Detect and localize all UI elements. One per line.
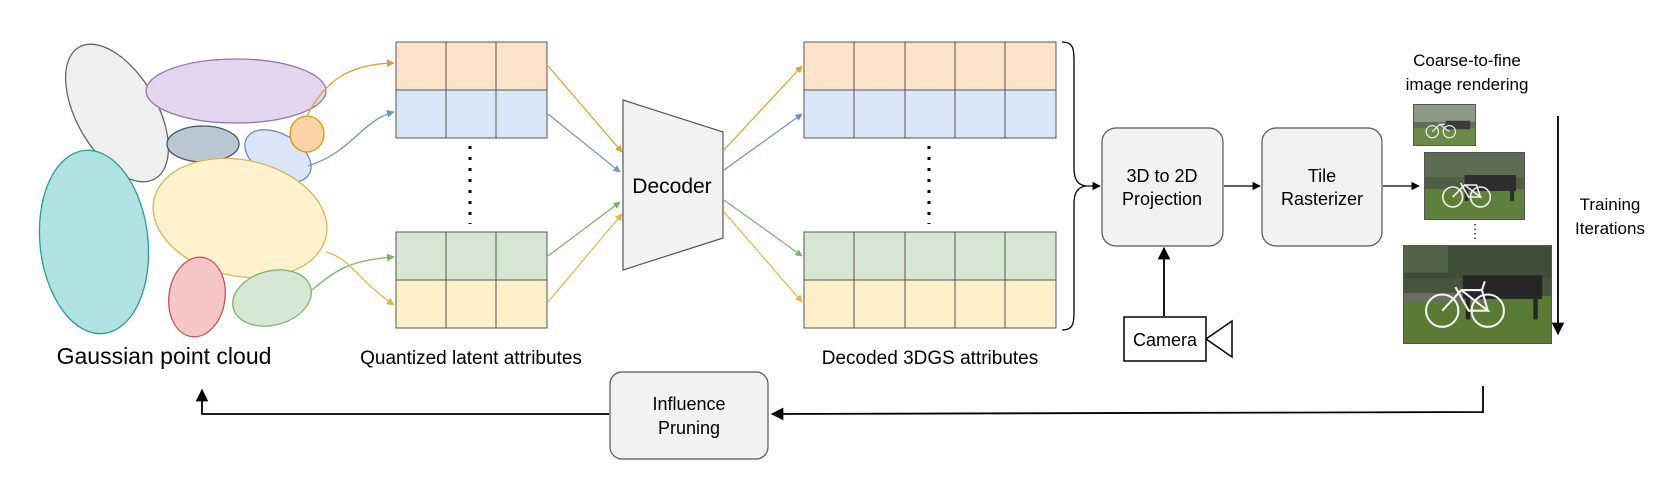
training-label-line1: Training (1580, 195, 1641, 214)
rasterizer-label-line1: Tile (1308, 166, 1336, 186)
orange-gaussian (289, 115, 325, 153)
render-image-medium (1424, 152, 1525, 220)
yellow-gaussian (152, 157, 328, 279)
latent-label: Quantized latent attributes (360, 348, 582, 369)
decoded-grid (803, 41, 1057, 329)
decoded-label: Decoded 3DGS attributes (822, 348, 1039, 369)
feedback-line (770, 386, 1484, 421)
curly-brace (1061, 41, 1087, 331)
orange-flow-arrow (306, 59, 395, 117)
latent-row-blue (395, 89, 548, 139)
rasterizer-label-line2: Rasterizer (1281, 189, 1363, 209)
projection-label-line2: Projection (1122, 189, 1202, 209)
green-gaussian (232, 269, 312, 327)
training-label-line2: Iterations (1575, 219, 1645, 238)
pruning-to-cloud-arrow (195, 388, 609, 415)
slate-gaussian (166, 125, 240, 163)
rasterizer-box (1261, 127, 1383, 247)
pruning-label-line1: Influence (652, 394, 725, 414)
green-flow-arrow (311, 253, 395, 291)
latent-row-green (395, 231, 548, 281)
gaussian-point-cloud (38, 43, 328, 338)
camera-lens-icon (1204, 319, 1233, 359)
render-image-fine (1403, 245, 1552, 344)
blue-flow-arrow (307, 109, 395, 167)
pruning-box (609, 371, 769, 460)
decoded-row-orange (803, 41, 1057, 91)
point-cloud-label: Gaussian point cloud (57, 343, 272, 369)
latent-row-yellow (395, 279, 548, 329)
camera-box (1123, 316, 1207, 362)
projection-box (1101, 127, 1224, 247)
pruning-label-line2: Pruning (658, 418, 720, 438)
rendering-title-line2: image rendering (1406, 75, 1529, 94)
yellow-flow-arrow (325, 251, 395, 306)
decoded-row-green (803, 231, 1057, 281)
rendering-title-line1: Coarse-to-fine (1413, 51, 1521, 70)
projection-label-line1: 3D to 2D (1126, 166, 1197, 186)
decoded-row-yellow (803, 279, 1057, 329)
cyan-gaussian (38, 149, 150, 335)
decoder-label: Decoder (632, 175, 711, 198)
red-gaussian (168, 256, 226, 338)
decoded-row-blue (803, 89, 1057, 139)
latent-grid (395, 41, 548, 329)
purple-gaussian (145, 58, 327, 124)
latent-row-orange (395, 41, 548, 91)
camera-label: Camera (1133, 330, 1198, 350)
render-image-coarse (1413, 104, 1476, 146)
decoder-block (622, 99, 724, 271)
